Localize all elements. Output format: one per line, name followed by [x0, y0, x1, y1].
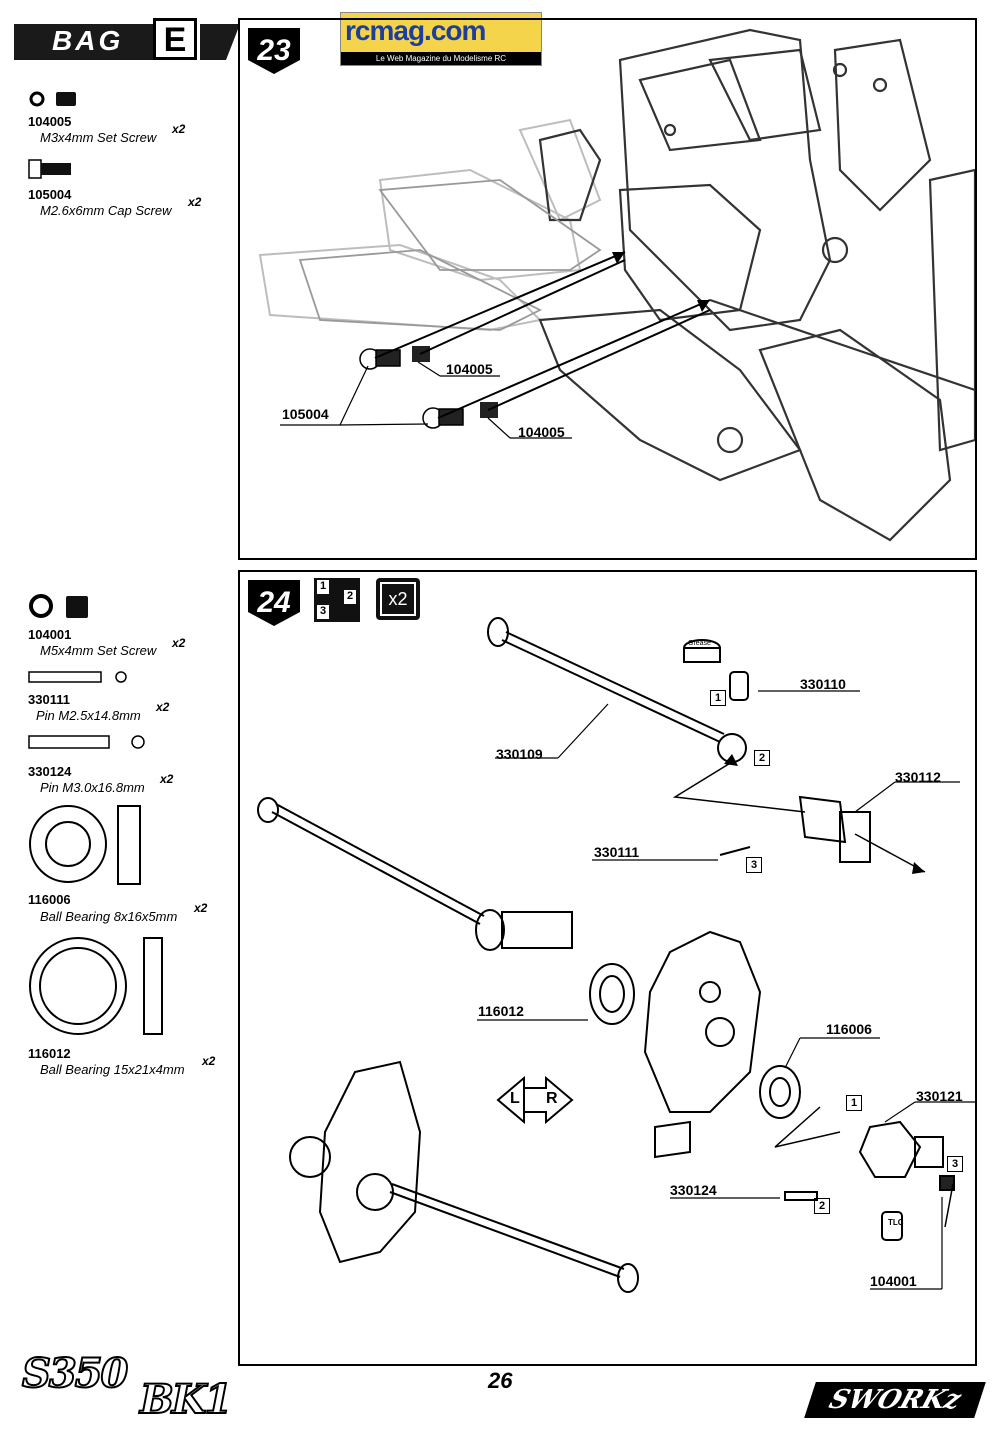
step23-number: 23: [256, 34, 291, 67]
step23-panel: [238, 18, 977, 560]
set-screw-icon: [29, 594, 88, 618]
callout-330109: 330109: [496, 746, 543, 762]
parts-list-step24: 104001 M5x4mm Set Screw x2 330111 Pin M2…: [28, 594, 228, 1094]
part-description: Pin M3.0x16.8mm: [40, 780, 145, 795]
step23-illustration: [258, 28, 975, 542]
pin-icon: [28, 671, 127, 683]
step24-illustration: [257, 617, 975, 1293]
page-number: 26: [488, 1368, 513, 1393]
model-logo-line1: S350: [21, 1349, 129, 1398]
part-qty: x2: [202, 1054, 216, 1068]
pin-icon: [28, 735, 145, 749]
part-qty: x2: [172, 122, 186, 136]
part-qty: x2: [172, 636, 186, 650]
step23-badge: 23: [248, 28, 300, 74]
sequence-2: 2: [344, 590, 356, 604]
part-description: M3x4mm Set Screw: [40, 130, 157, 145]
step-box-2: 2: [814, 1198, 830, 1214]
callout-330124: 330124: [670, 1182, 717, 1198]
part-number: 104001: [28, 627, 72, 642]
part-description: Pin M2.5x14.8mm: [36, 708, 141, 723]
step-box-1: 1: [846, 1095, 862, 1111]
callout-330111: 330111: [594, 844, 640, 860]
watermark-logo: rcmag.com Le Web Magazine du Modelisme R…: [340, 12, 542, 66]
multiplier-icon: x2: [376, 578, 420, 620]
step23-callout-2: 105004: [282, 406, 329, 422]
sequence-1: 1: [317, 580, 329, 594]
bag-banner: [14, 24, 240, 60]
sequence-icon: 1 2 3: [314, 578, 360, 622]
part-number: 104005: [28, 114, 72, 129]
step24-badge: 24: [248, 580, 300, 626]
callout-104001: 104001: [870, 1273, 917, 1289]
callout-330112: 330112: [895, 769, 941, 785]
step23-callout-1: 104005: [446, 361, 493, 377]
bearing-icon: [29, 805, 141, 885]
callout-116006: 116006: [826, 1021, 872, 1037]
set-screw-icon: [29, 91, 76, 107]
set-screw-icon: [412, 346, 498, 418]
watermark-title: rcmag.com: [345, 15, 486, 46]
part-number: 105004: [28, 187, 72, 202]
step-box-2: 2: [754, 750, 770, 766]
bearing-icon: [29, 937, 163, 1035]
tlc-label: TLC: [888, 1218, 904, 1227]
part-description: M2.6x6mm Cap Screw: [40, 203, 172, 218]
step-box-1: 1: [710, 690, 726, 706]
part-number: 116006: [28, 892, 71, 907]
brand-logo: SWORKz: [804, 1382, 986, 1418]
model-logo-line2: BK1: [139, 1375, 233, 1424]
part-description: Ball Bearing 8x16x5mm: [40, 909, 178, 924]
lr-right-label: R: [546, 1090, 558, 1107]
part-description: M5x4mm Set Screw: [40, 643, 157, 658]
multiplier-label: x2: [380, 582, 416, 616]
part-qty: x2: [156, 700, 170, 714]
grease-label: Grease: [688, 640, 711, 647]
part-qty: x2: [188, 195, 202, 209]
part-qty: x2: [194, 901, 208, 915]
part-number: 330124: [28, 764, 72, 779]
part-qty: x2: [160, 772, 174, 786]
bag-letter: E: [153, 18, 197, 60]
sequence-3: 3: [317, 605, 329, 619]
callout-330110: 330110: [800, 676, 846, 692]
part-number: 330111: [28, 692, 70, 707]
part-description: Ball Bearing 15x21x4mm: [40, 1062, 185, 1077]
watermark-subtitle: Le Web Magazine du Modelisme RC: [341, 52, 541, 65]
step23-callout-3: 104005: [518, 424, 565, 440]
callout-330121: 330121: [916, 1088, 963, 1104]
step-box-3: 3: [746, 857, 762, 873]
cap-screw-icon: [28, 159, 71, 179]
part-number: 116012: [28, 1046, 71, 1061]
callout-116012: 116012: [478, 1003, 524, 1019]
bag-label: BAG: [52, 25, 124, 56]
step-box-3: 3: [947, 1156, 963, 1172]
step24-number: 24: [256, 586, 291, 619]
left-right-icon: [496, 1075, 574, 1125]
lr-left-label: L: [510, 1090, 520, 1107]
step24-panel: [238, 570, 977, 1366]
